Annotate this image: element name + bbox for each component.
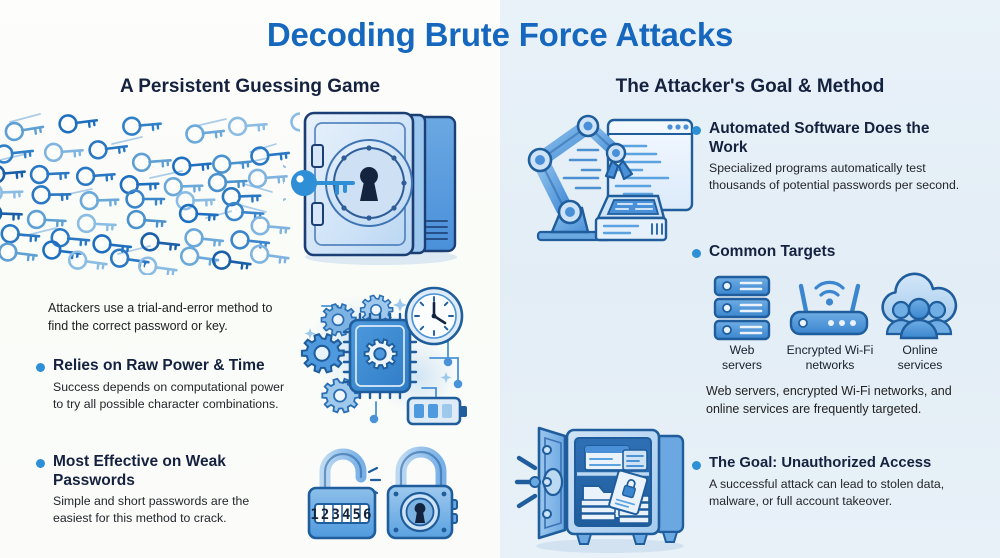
bullet-dot-icon [36, 459, 45, 468]
bullet-title: Common Targets [709, 243, 836, 260]
cloud-users-icon [873, 272, 965, 342]
target-label-line2: services [897, 357, 943, 372]
left-intro-paragraph: Attackers use a trial-and-error method t… [48, 301, 273, 333]
target-label-web-servers: Web servers [699, 343, 785, 372]
bullet-most-effective-weak-passwords: Most Effective on Weak Passwords Simple … [36, 453, 286, 527]
target-label-line2: servers [722, 357, 762, 372]
bullet-relies-on-raw-power: Relies on Raw Power & Time Success depen… [36, 357, 291, 413]
bullet-body: Success depends on computational power t… [53, 379, 285, 411]
targets-summary-paragraph: Web servers, encrypted Wi-Fi networks, a… [706, 384, 952, 416]
bullet-dot-icon [36, 363, 45, 372]
padlocks-icon: 123456 [295, 442, 475, 547]
open-safe-documents-icon [505, 424, 700, 556]
bullet-body: Simple and short passwords are the easie… [53, 494, 250, 526]
bullet-title: Relies on Raw Power & Time [53, 357, 265, 374]
target-label-line1: Web [729, 343, 755, 357]
left-panel-background [0, 0, 500, 558]
bullet-dot-icon [692, 461, 701, 470]
bullet-body: A successful attack can lead to stolen d… [709, 476, 945, 508]
bullet-title: Automated Software Does the Work [709, 120, 930, 156]
server-stack-icon [697, 275, 787, 341]
target-label-encrypted-wifi: Encrypted Wi-Fi networks [770, 343, 890, 372]
bullet-the-goal-unauthorized-access: The Goal: Unauthorized Access A successf… [692, 455, 982, 510]
cpu-gears-clock-battery-icon [300, 280, 480, 428]
target-label-line1: Encrypted Wi-Fi [786, 343, 874, 357]
bullet-title: Most Effective on Weak Passwords [53, 453, 226, 489]
bullet-common-targets: Common Targets [692, 243, 967, 262]
safe-vault-with-key-icon [270, 105, 483, 270]
robot-arm-coding-icon [512, 104, 697, 244]
page-title: Decoding Brute Force Attacks [266, 16, 734, 53]
target-label-line2: networks [805, 357, 855, 372]
bullet-body: Specialized programs automatically test … [709, 161, 960, 193]
left-column-heading: A Persistent Guessing Game [119, 76, 381, 97]
bullet-dot-icon [692, 126, 701, 135]
bullet-automated-software: Automated Software Does the Work Special… [692, 120, 967, 194]
bullet-dot-icon [692, 249, 701, 258]
keys-swarm-icon [0, 100, 393, 280]
target-label-line1: Online [902, 343, 938, 357]
wifi-router-icon [785, 272, 875, 342]
bullet-title: The Goal: Unauthorized Access [709, 455, 932, 471]
right-column-heading: The Attacker's Goal & Method [615, 76, 885, 97]
target-label-online-services: Online services [877, 343, 963, 372]
combination-digits: 123456 [310, 507, 373, 523]
